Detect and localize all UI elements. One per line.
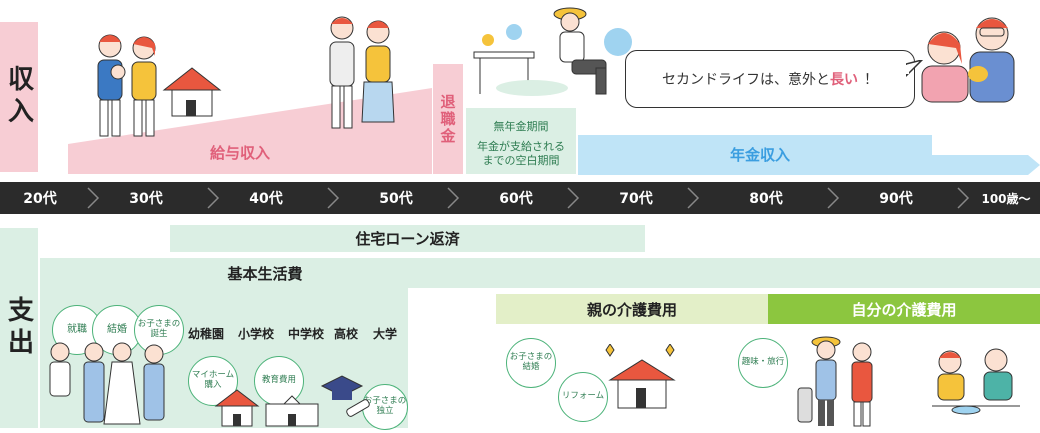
bubble-end: ！ — [864, 72, 878, 88]
travel-couple-illustration — [797, 336, 873, 427]
expense-side-label: 支出 — [0, 228, 38, 428]
renovation-circle: リフォーム — [558, 372, 608, 422]
no-pension-period-box: 無年金期間 年金が支給される までの空白期間 — [466, 108, 576, 174]
tick-50s: 50代 — [379, 191, 413, 207]
basic-living-cost-band — [40, 258, 1040, 288]
mortgage-repayment-band: 住宅ローン返済 — [170, 225, 645, 252]
retirement-allowance-label: 退職金 — [438, 93, 457, 145]
elementary-school-box: 小学校 — [232, 318, 280, 348]
elderly-gardener-illustration — [553, 7, 632, 95]
bubble-tail — [906, 60, 924, 78]
child-wedding-circle: お子さまの 結婚 — [506, 338, 556, 388]
small-house-icon — [214, 389, 260, 427]
basic-living-cost-label: 基本生活費 — [227, 264, 303, 283]
school-building-icon — [265, 395, 319, 427]
middle-aged-couple-illustration — [329, 16, 395, 129]
renovation-house-illustration — [605, 344, 676, 409]
income-side-label: 収入 — [0, 22, 38, 172]
kindergarten-box: 幼稚園 — [182, 318, 230, 348]
tick-90s: 90代 — [879, 191, 913, 207]
care-meal-illustration — [932, 348, 1020, 415]
junior-high-box: 中学校 — [282, 318, 330, 348]
tick-70s: 70代 — [619, 191, 653, 207]
graduation-cap-icon — [320, 375, 370, 417]
young-family-illustration — [97, 34, 157, 137]
no-pension-period-title: 無年金期間 — [493, 120, 549, 133]
gardening-illustration — [473, 24, 568, 96]
salary-income-wedge — [68, 88, 432, 174]
university-box: 大学 — [362, 318, 408, 348]
no-pension-period-desc: 年金が支給される までの空白期間 — [477, 140, 565, 168]
pension-income-band — [578, 135, 1040, 175]
age-timeline — [0, 182, 1040, 214]
second-life-speech-bubble: セカンドライフは、意外と長い ！ — [625, 50, 915, 108]
bubble-highlight: 長い — [830, 72, 858, 88]
wedding-family-illustration — [49, 342, 165, 425]
high-school-box: 高校 — [332, 318, 360, 348]
self-care-cost-band: 自分の介護費用 — [768, 294, 1040, 324]
tick-20s: 20代 — [23, 191, 57, 207]
salary-income-label: 給与収入 — [209, 143, 270, 162]
tick-100plus: 100歳〜 — [981, 191, 1031, 206]
retirement-allowance-bar: 退職金 — [433, 64, 463, 174]
elderly-couple-illustration — [921, 17, 1015, 103]
tick-30s: 30代 — [129, 191, 163, 207]
hobby-travel-circle: 趣味・旅行 — [738, 338, 788, 388]
bubble-text: セカンドライフは、意外と — [662, 72, 830, 88]
parent-care-cost-band: 親の介護費用 — [496, 294, 768, 324]
tick-80s: 80代 — [749, 191, 783, 207]
pension-income-label: 年金収入 — [729, 145, 790, 164]
tick-60s: 60代 — [499, 191, 533, 207]
education-cost-circle: 教育費用 — [254, 356, 304, 406]
house-illustration — [162, 67, 222, 117]
tick-40s: 40代 — [249, 191, 283, 207]
